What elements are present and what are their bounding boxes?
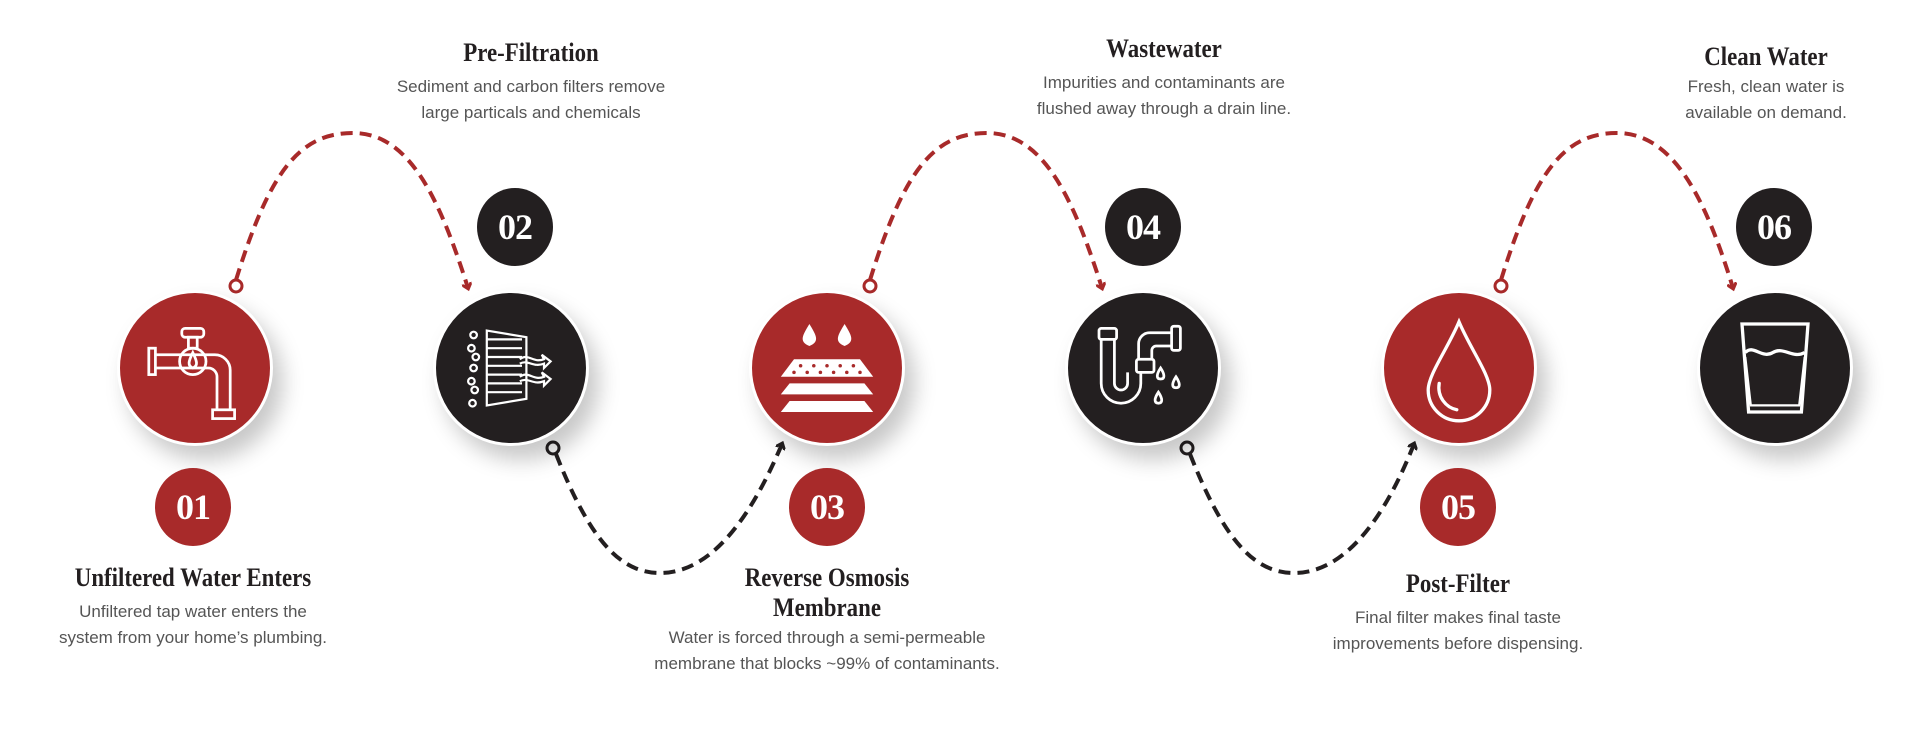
step-5-title: Post-Filter <box>1405 569 1511 598</box>
step-6-description: Fresh, clean water is available on deman… <box>1556 74 1920 126</box>
step-2-number-badge: 02 <box>477 188 553 266</box>
step-2-description: Sediment and carbon filters remove large… <box>321 74 741 126</box>
connector-4-5 <box>1179 440 1414 576</box>
step-4-number-badge: 04 <box>1105 188 1181 266</box>
drain-pipe-icon <box>1097 324 1182 405</box>
step-6-number-badge: 06 <box>1736 188 1812 266</box>
step-5-icon-circle <box>1381 290 1537 446</box>
faucet-icon <box>147 327 236 420</box>
desc-line: Impurities and contaminants are <box>1043 73 1285 92</box>
desc-line: available on demand. <box>1685 103 1847 122</box>
step-3-title: Reverse Osmosis Membrane <box>744 563 910 622</box>
step-2-title: Pre-Filtration <box>463 38 599 67</box>
step-6-icon-circle <box>1697 290 1853 446</box>
connector-1-2 <box>228 130 468 294</box>
step-3-icon-circle <box>749 290 905 446</box>
water-glass-icon <box>1740 322 1810 414</box>
desc-line: system from your home’s plumbing. <box>58 628 327 647</box>
desc-line: improvements before dispensing. <box>1332 634 1584 653</box>
step-4-description: Impurities and contaminants are flushed … <box>954 70 1374 122</box>
step-1-title: Unfiltered Water Enters <box>74 563 312 592</box>
step-1-text: Unfiltered Water Enters Unfiltered tap w… <box>0 563 403 651</box>
desc-line: Sediment and carbon filters remove <box>396 77 666 96</box>
connector-2-3 <box>545 440 782 576</box>
step-4-text: Wastewater Impurities and contaminants a… <box>954 34 1374 122</box>
desc-line: Water is forced through a semi-permeable <box>668 628 986 647</box>
step-5-description: Final filter makes final taste improveme… <box>1248 605 1668 657</box>
step-1-icon-circle <box>117 290 273 446</box>
water-drop-icon <box>1426 317 1492 423</box>
step-4-icon-circle <box>1065 290 1221 446</box>
desc-line: large particals and chemicals <box>421 103 641 122</box>
step-2-icon-circle <box>433 290 589 446</box>
desc-line: flushed away through a drain line. <box>1036 99 1292 118</box>
desc-line: Fresh, clean water is <box>1687 77 1845 96</box>
desc-line: Final filter makes final taste <box>1355 608 1561 627</box>
connector-3-4 <box>862 130 1102 294</box>
step-6-text: Clean Water Fresh, clean water is availa… <box>1556 42 1920 126</box>
filter-icon <box>467 329 553 408</box>
step-1-description: Unfiltered tap water enters the system f… <box>0 599 403 651</box>
desc-line: membrane that blocks ~99% of contaminant… <box>654 654 1000 673</box>
step-3-number-badge: 03 <box>789 468 865 546</box>
desc-line: Unfiltered tap water enters the <box>79 602 307 621</box>
step-5-number-badge: 05 <box>1420 468 1496 546</box>
step-2-text: Pre-Filtration Sediment and carbon filte… <box>321 38 741 126</box>
step-3-text: Reverse Osmosis Membrane Water is forced… <box>617 563 1037 677</box>
step-3-description: Water is forced through a semi-permeable… <box>617 625 1037 677</box>
membrane-icon <box>780 324 874 412</box>
connector-5-6 <box>1493 130 1733 294</box>
step-4-title: Wastewater <box>1106 34 1222 63</box>
step-1-number-badge: 01 <box>155 468 231 546</box>
step-5-text: Post-Filter Final filter makes final tas… <box>1248 569 1668 657</box>
step-6-title: Clean Water <box>1704 42 1828 71</box>
